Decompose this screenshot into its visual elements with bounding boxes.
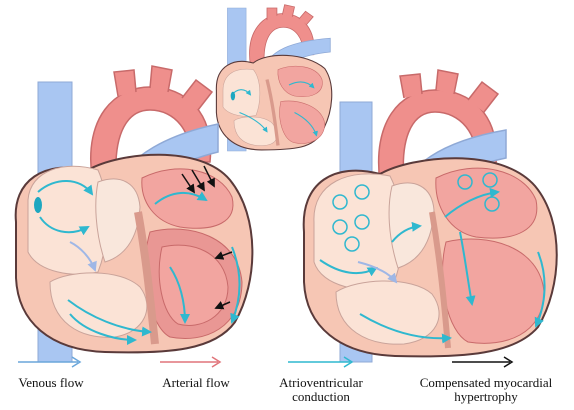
legend-atrioventricular-conduction-label: Atrioventricular conduction — [266, 376, 376, 404]
legend-venous-flow-label: Venous flow — [6, 376, 96, 390]
dilated-heart — [304, 70, 557, 362]
arterial-flow-arrow — [160, 357, 220, 367]
right-atrium — [223, 69, 260, 116]
reference-heart — [216, 5, 331, 151]
legend-arterial-flow-label: Arterial flow — [146, 376, 246, 390]
legend-compensated-hypertrophy-label: Compensated myocardial hypertrophy — [400, 376, 572, 404]
compensated-hypertrophy-arrow — [452, 357, 512, 367]
legend-arrows — [18, 357, 512, 367]
right-atrium — [28, 166, 107, 274]
